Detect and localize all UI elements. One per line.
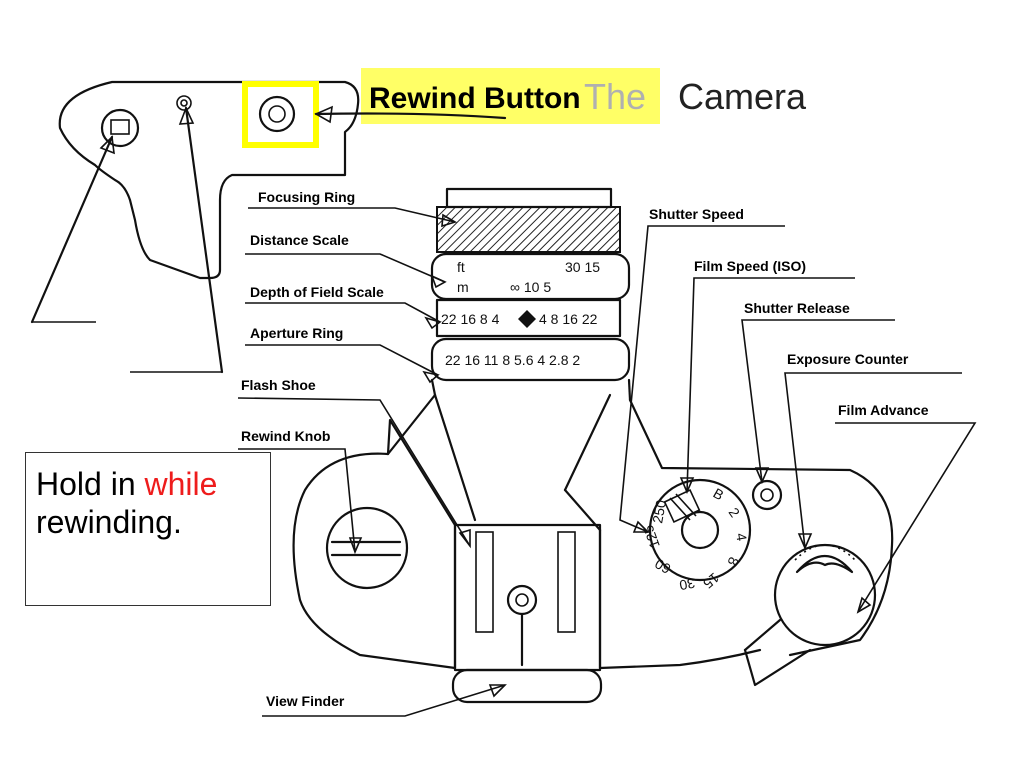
label-view-finder: View Finder	[266, 693, 345, 709]
aperture-values: 22 16 11 8 5.6 4 2.8 2	[445, 352, 580, 368]
label-shutter-speed: Shutter Speed	[649, 206, 744, 222]
dof-left-values: 22 16 8 4	[441, 311, 500, 327]
svg-text:2: 2	[726, 505, 744, 521]
title-camera: Camera	[678, 76, 807, 117]
pointer-back-mid	[184, 106, 224, 374]
svg-text:4: 4	[733, 532, 750, 543]
rewind-button-frame	[242, 81, 319, 148]
dof-right-values: 4 8 16 22	[539, 311, 598, 327]
distance-ft-unit: ft	[457, 259, 465, 275]
svg-text:60: 60	[652, 556, 674, 578]
label-flash-shoe: Flash Shoe	[241, 377, 316, 393]
rewind-button-title: Rewind Button	[369, 82, 581, 115]
label-shutter-release: Shutter Release	[744, 300, 850, 316]
label-focusing-ring: Focusing Ring	[258, 189, 355, 205]
note-line1-prefix: Hold in	[36, 466, 145, 502]
note-line1-accent: while	[144, 466, 218, 502]
label-film-speed: Film Speed (ISO)	[694, 258, 806, 274]
label-depth-of-field-scale: Depth of Field Scale	[250, 284, 384, 300]
label-aperture-ring: Aperture Ring	[250, 325, 343, 341]
label-film-advance: Film Advance	[838, 402, 929, 418]
camera-top-view: B 2 4 8 15 30 60 125 250	[292, 187, 894, 704]
label-rewind-knob: Rewind Knob	[241, 428, 330, 444]
dof-center-diamond	[518, 310, 536, 328]
title-the: The	[584, 76, 646, 117]
note-line2: rewinding.	[36, 504, 182, 540]
label-distance-scale: Distance Scale	[250, 232, 349, 248]
svg-text:250: 250	[649, 499, 669, 525]
svg-text:15: 15	[700, 570, 722, 592]
camera-back-view	[58, 80, 360, 280]
distance-m-values: ∞ 10 5	[510, 279, 551, 295]
svg-text:30: 30	[678, 575, 696, 593]
focusing-ring-shape	[436, 206, 621, 253]
note-box: Hold in while rewinding.	[25, 452, 271, 606]
distance-ft-values: 30 15	[565, 259, 600, 275]
pointer-back-left	[30, 135, 114, 324]
distance-m-unit: m	[457, 279, 469, 295]
pointer-rewind-button	[314, 112, 507, 120]
label-exposure-counter: Exposure Counter	[787, 351, 909, 367]
svg-text:B: B	[711, 485, 727, 504]
